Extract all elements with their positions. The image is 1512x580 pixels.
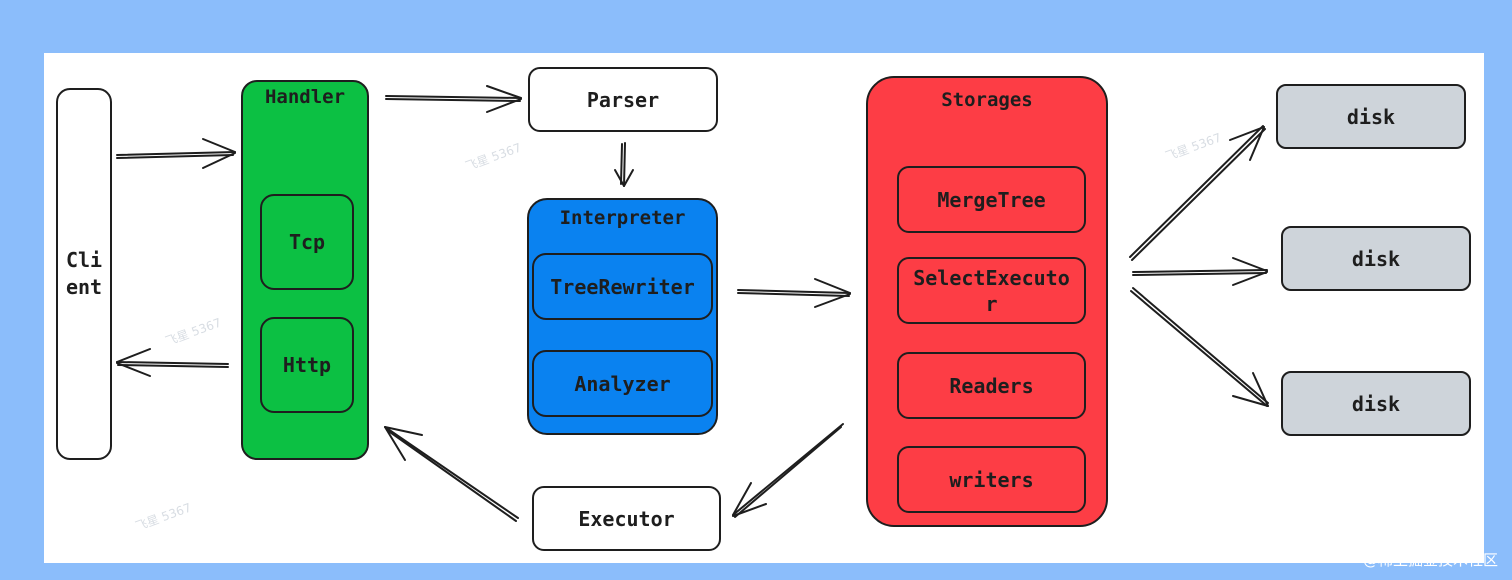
storages-title: Storages <box>941 89 1033 111</box>
handler-item-http: Http <box>260 317 354 413</box>
handler-item-tcp: Tcp <box>260 194 354 290</box>
client-label: Client <box>65 248 103 299</box>
handler-container: Handler Tcp Http <box>241 80 369 460</box>
watermark-3: 飞星 5367 <box>163 315 224 349</box>
disk-node-2: disk <box>1281 226 1471 291</box>
storages-item-selectexecutor-label: SelectExecutor <box>913 265 1070 316</box>
storages-item-mergetree: MergeTree <box>897 166 1086 233</box>
storages-item-selectexecutor: SelectExecutor <box>897 257 1086 324</box>
watermark-2: 飞星 5367 <box>1163 130 1224 164</box>
storages-item-writers: writers <box>897 446 1086 513</box>
disk-node-1: disk <box>1276 84 1466 149</box>
interpreter-title: Interpreter <box>559 207 686 229</box>
interpreter-item-treerewriter: TreeRewriter <box>532 253 713 320</box>
watermark-4: 飞星 5367 <box>133 500 194 534</box>
disk-node-3: disk <box>1281 371 1471 436</box>
executor-node: Executor <box>532 486 721 551</box>
interpreter-container: Interpreter TreeRewriter Analyzer <box>527 198 718 435</box>
diagram-canvas: 飞星 5367 飞星 5367 飞星 5367 飞星 5367 Client H… <box>44 53 1484 563</box>
watermark-1: 飞星 5367 <box>463 140 524 174</box>
client-node: Client <box>56 88 112 460</box>
interpreter-item-analyzer: Analyzer <box>532 350 713 417</box>
storages-item-readers: Readers <box>897 352 1086 419</box>
footer-credit: @稀土掘金技术社区 <box>1362 551 1498 569</box>
parser-node: Parser <box>528 67 718 132</box>
storages-container: Storages MergeTree SelectExecutor Reader… <box>866 76 1108 527</box>
handler-title: Handler <box>264 86 346 108</box>
